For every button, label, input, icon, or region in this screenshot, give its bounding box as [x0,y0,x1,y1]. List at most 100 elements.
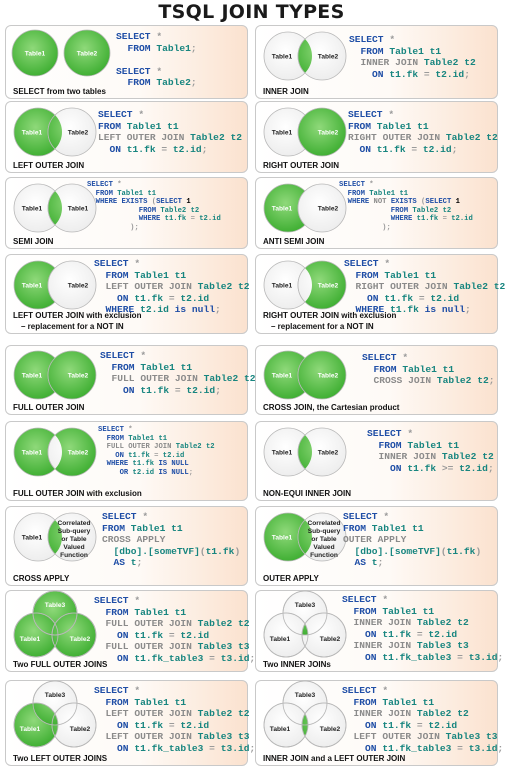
sql-code: SELECT * FROM Table1 t1 RIGHT OUTER JOIN… [344,258,505,316]
join-card: Table1 Table2 SELECT * FROM Table1 t1 INNE… [255,421,498,501]
join-caption: LEFT OUTER JOIN [13,161,85,170]
venn-label-table2: Table1 [68,206,89,213]
venn-label-table2: Table2 [68,450,89,457]
venn-label-table1: Table1 [272,54,293,61]
venn-label-table3: Table3 [295,692,316,699]
sql-code: SELECT * FROM Table1 t1 INNER JOIN Table… [342,685,504,754]
venn-diagram: Table1 Table2 [13,427,97,477]
join-card: Table1 Table2 SELECT * FROM Table1 t1 FULL… [5,421,248,501]
join-caption: FULL OUTER JOIN [13,403,85,412]
venn-label-table3: Table3 [45,602,66,609]
sql-code: SELECT * FROM Table1 t1 INNER JOIN Table… [367,428,494,474]
venn-label-table1: Table1 [22,450,43,457]
venn-label-table2: Table2 [77,51,98,58]
join-caption: Two FULL OUTER JOINS [13,660,108,669]
venn-label-table1: Table1 [270,726,291,733]
venn-circle-table1 [11,29,59,77]
venn-diagram: Table1 Table2 [13,350,97,400]
venn-label-table1: Table1 [272,130,293,137]
venn-label-table1: Table1 [20,726,41,733]
venn-label-table2: Table2 [68,373,89,380]
venn-diagram: Table1 Table2 [11,29,111,77]
venn-label-table1: Table1 [272,535,293,542]
join-caption: Two INNER JOINs [263,660,331,669]
sql-code: SELECT * FROM Table1 t1 INNER JOIN Table… [342,594,504,663]
venn-label-table3: Table3 [45,692,66,699]
join-caption: FULL OUTER JOIN with exclusion [13,489,142,498]
venn-label-table2: Table2 [318,450,339,457]
join-card: Table1 Table2 SELECT * FROM Table1 t1 RIGH… [255,101,498,173]
sql-code: SELECT * FROM Table1 t1 LEFT OUTER JOIN … [98,109,242,155]
venn-label-table1: Table1 [25,51,46,58]
join-caption: CROSS JOIN, the Cartesian product [263,403,400,412]
join-caption: Two LEFT OUTER JOINS [13,754,108,763]
join-caption: INNER JOIN [263,87,309,96]
sql-code: SELECT * FROM Table1 t1 FULL OUTER JOIN … [98,426,215,477]
join-card: Table1 Table2 SELECT * FROM Table1 t1 RIGH… [255,254,505,334]
venn-diagram: Table1 Table2 [263,260,347,310]
join-caption: OUTER APPLY [263,574,319,583]
join-card: Table1 Table2 SELECT * FROM Table1 t1 LEFT… [5,101,248,173]
sql-code: SELECT * FROM Table1 t1 FULL OUTER JOIN … [94,595,256,664]
venn-label-table1: Table1 [22,130,43,137]
venn-label-table2: Table2 [70,636,91,643]
join-caption: NON-EQUI INNER JOIN [263,489,352,498]
venn-label-table2: Table2 [318,206,339,213]
venn-diagram: Table1 Table2 [13,107,97,157]
venn-label-table2: Table2 [318,130,339,137]
sql-code: SELECT * FROM Table1 t1 CROSS JOIN Table… [362,352,495,387]
sql-code: SELECT * FROM Table1 t1 LEFT OUTER JOIN … [94,258,250,316]
sql-code: SELECT * FROM Table1 t1 RIGHT OUTER JOIN… [348,109,498,155]
venn-diagram: Table1 Table2 [263,427,347,477]
venn-label-table1: Table1 [22,283,43,290]
venn-diagram: Table1 Table2 [263,107,347,157]
venn-label-table1: Table1 [270,636,291,643]
venn-label-table3: Table3 [295,602,316,609]
venn-label-table1: Table1 [272,450,293,457]
join-caption: RIGHT OUTER JOIN [263,161,340,170]
sql-code: SELECT * FROM Table1 t1 LEFT OUTER JOIN … [94,685,256,754]
venn-label-table2: Table2 [320,726,341,733]
join-caption: RIGHT OUTER JOIN with exclusion– replace… [263,311,397,331]
join-caption: INNER JOIN and a LEFT OUTER JOIN [263,754,406,763]
venn-label-table2: Table2 [318,283,339,290]
sql-code: SELECT * FROM Table1 t1 WHERE EXISTS (SE… [87,181,221,232]
venn-label-table2: Table2 [68,130,89,137]
join-card: Table1 Table2 SELECT * FROM Table1; SELECT… [5,25,248,99]
venn-label-table1: Table1 [22,206,43,213]
sql-code: SELECT * FROM Table1 t1 OUTER APPLY [dbo… [343,511,482,569]
sql-code: SELECT * FROM Table1 t1 INNER JOIN Table… [349,34,476,80]
join-caption: SELECT from two tables [13,87,106,96]
venn-label-table1: Table1 [22,535,43,542]
join-caption: CROSS APPLY [13,574,70,583]
join-caption: SEMI JOIN [13,237,54,246]
venn-label-table1: Table1 [272,283,293,290]
sql-code: SELECT * FROM Table1; SELECT * FROM Tabl… [116,31,197,89]
sql-code: SELECT * FROM Table1 t1 CROSS APPLY [dbo… [102,511,241,569]
venn-label-table1: Table1 [22,373,43,380]
venn-label-table1: Table1 [20,636,41,643]
venn-label-table2: Table2 [318,373,339,380]
